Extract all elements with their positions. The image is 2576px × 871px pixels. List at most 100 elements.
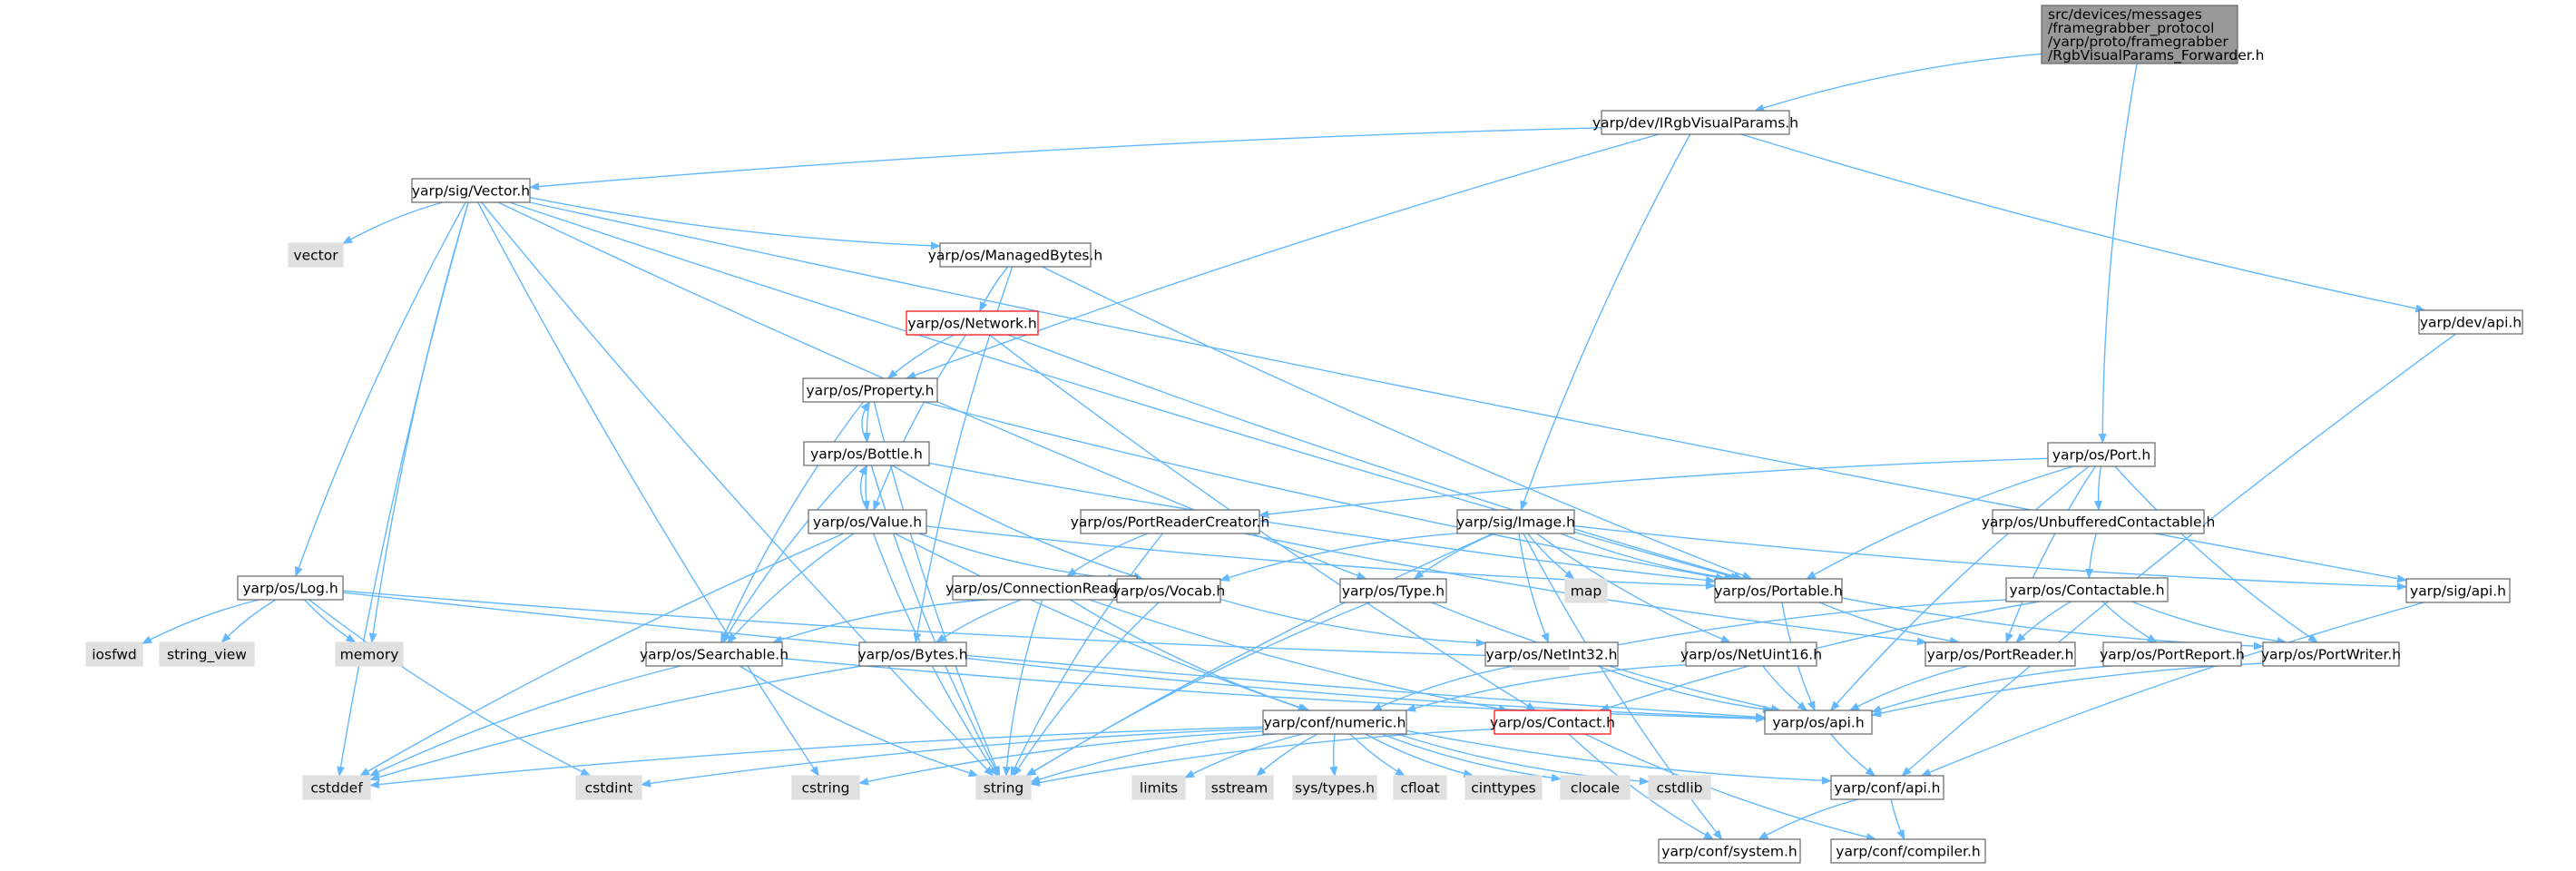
- nodes-layer: src/devices/messages/framegrabber_protoc…: [85, 5, 2523, 864]
- edge-value-to-searchable: [727, 533, 855, 643]
- node-std-sstream: sstream: [1205, 775, 1274, 800]
- node-portable[interactable]: yarp/os/Portable.h: [1714, 578, 1843, 603]
- node-vocab[interactable]: yarp/os/Vocab.h: [1112, 578, 1225, 603]
- node-numeric[interactable]: yarp/conf/numeric.h: [1262, 710, 1407, 735]
- edge-searchable-to-osapi: [781, 657, 1767, 723]
- edge-image-to-confsystem: [1523, 533, 1723, 840]
- edge-irgb-to-image: [1520, 133, 1691, 512]
- node-box-std-vector: [288, 242, 344, 268]
- node-box-std-systypes: [1292, 775, 1377, 800]
- node-bytes[interactable]: yarp/os/Bytes.h: [857, 641, 968, 667]
- node-box-contact: [1494, 710, 1611, 735]
- node-contactable[interactable]: yarp/os/Contactable.h: [2005, 577, 2169, 602]
- node-box-root: [2041, 5, 2238, 64]
- node-root[interactable]: src/devices/messages/framegrabber_protoc…: [2041, 5, 2264, 64]
- node-label-bottle: yarp/os/Bottle.h: [810, 446, 923, 463]
- edge-netuint16-to-numeric: [1405, 664, 1687, 712]
- edge-bottle-to-vocab: [892, 465, 1144, 581]
- node-sigapi[interactable]: yarp/sig/api.h: [2405, 578, 2511, 603]
- node-netint32[interactable]: yarp/os/NetInt32.h: [1484, 641, 1619, 667]
- edge-image-to-std-map: [1527, 533, 1575, 580]
- node-label-std-cstring: cstring: [801, 780, 849, 797]
- node-label-value: yarp/os/Value.h: [813, 514, 922, 531]
- node-box-vector: [411, 178, 531, 203]
- edge-portreader-to-osapi: [1848, 665, 1969, 711]
- node-label-contactable: yarp/os/Contactable.h: [2009, 582, 2164, 599]
- edge-searchable-to-std-string: [739, 665, 979, 778]
- edge-sigapi-to-confapi: [1920, 602, 2424, 777]
- node-label-searchable: yarp/os/Searchable.h: [640, 647, 788, 663]
- node-box-osapi: [1764, 710, 1873, 735]
- node-osapi[interactable]: yarp/os/api.h: [1764, 710, 1873, 735]
- edge-osapi-to-confapi: [1830, 733, 1876, 777]
- edge-property-to-portable: [923, 401, 1727, 582]
- node-label-sigapi: yarp/sig/api.h: [2410, 583, 2506, 600]
- node-bottle[interactable]: yarp/os/Bottle.h: [803, 441, 930, 466]
- edge-image-to-netint32: [1518, 533, 1550, 644]
- node-type[interactable]: yarp/os/Type.h: [1339, 578, 1447, 603]
- node-contact[interactable]: yarp/os/Contact.h: [1490, 710, 1615, 735]
- node-netuint16[interactable]: yarp/os/NetUint16.h: [1680, 641, 1822, 667]
- node-confapi[interactable]: yarp/conf/api.h: [1830, 775, 1944, 800]
- node-portwriter[interactable]: yarp/os/PortWriter.h: [2261, 641, 2401, 667]
- node-box-image: [1456, 509, 1575, 534]
- node-log[interactable]: yarp/os/Log.h: [237, 575, 344, 601]
- node-portreadercreator[interactable]: yarp/os/PortReaderCreator.h: [1071, 509, 1270, 534]
- edge-network-to-portable: [1007, 334, 1744, 581]
- node-devapi[interactable]: yarp/dev/api.h: [2418, 309, 2523, 335]
- node-label-network: yarp/os/Network.h: [907, 316, 1036, 332]
- node-std-clocale: clocale: [1560, 775, 1631, 800]
- node-label-std-string-view: string_view: [167, 647, 247, 664]
- edge-connreader-to-std-string: [1003, 599, 1043, 778]
- node-unbuffered[interactable]: yarp/os/UnbufferedContactable.h: [1982, 509, 2216, 534]
- node-box-std-sstream: [1205, 775, 1274, 800]
- edge-vector-to-log: [295, 201, 466, 578]
- node-label-std-cfloat: cfloat: [1400, 780, 1439, 797]
- node-value[interactable]: yarp/os/Value.h: [808, 509, 927, 534]
- node-network[interactable]: yarp/os/Network.h: [906, 310, 1039, 336]
- edge-numeric-to-std-sstream: [1256, 733, 1318, 777]
- node-box-netuint16: [1685, 641, 1817, 667]
- edge-contactable-to-portwriter: [2131, 601, 2287, 646]
- node-box-std-cstdint: [575, 775, 642, 800]
- node-port[interactable]: yarp/os/Port.h: [2047, 442, 2156, 467]
- node-label-portable: yarp/os/Portable.h: [1714, 583, 1843, 600]
- node-label-std-clocale: clocale: [1571, 780, 1620, 797]
- node-box-portable: [1714, 578, 1843, 603]
- node-label-portreadercreator: yarp/os/PortReaderCreator.h: [1071, 514, 1270, 531]
- node-managedbytes[interactable]: yarp/os/ManagedBytes.h: [928, 242, 1103, 268]
- node-box-std-cfloat: [1393, 775, 1447, 800]
- node-box-value: [808, 509, 927, 534]
- edge-image-to-std-string: [1025, 533, 1494, 777]
- node-label-root-line-0: src/devices/messages: [2048, 6, 2202, 23]
- edge-network-to-value: [873, 334, 967, 512]
- edge-connreader-to-searchable: [771, 599, 986, 644]
- node-label-std-limits: limits: [1140, 780, 1178, 797]
- node-std-cinttypes: cinttypes: [1464, 775, 1543, 800]
- node-property[interactable]: yarp/os/Property.h: [802, 377, 938, 403]
- node-confcompiler[interactable]: yarp/conf/compiler.h: [1830, 838, 1986, 864]
- node-label-port: yarp/os/Port.h: [2052, 447, 2150, 464]
- node-vector[interactable]: yarp/sig/Vector.h: [411, 178, 531, 203]
- node-box-confcompiler: [1830, 838, 1986, 864]
- edge-searchable-to-std-cstddef: [368, 665, 681, 777]
- edge-contact-to-confcompiler: [1584, 733, 1877, 841]
- node-label-devapi: yarp/dev/api.h: [2420, 315, 2522, 331]
- node-searchable[interactable]: yarp/os/Searchable.h: [640, 641, 788, 667]
- edge-root-to-irgb: [1754, 53, 2042, 113]
- node-label-portreader: yarp/os/PortReader.h: [1927, 647, 2074, 663]
- node-image[interactable]: yarp/sig/Image.h: [1456, 509, 1575, 534]
- node-std-map: map: [1564, 578, 1608, 603]
- edge-numeric-to-std-string: [1029, 733, 1276, 784]
- edge-numeric-to-std-systypes: [1329, 733, 1338, 778]
- node-confsystem[interactable]: yarp/conf/system.h: [1658, 838, 1801, 864]
- node-portreader[interactable]: yarp/os/PortReader.h: [1925, 641, 2076, 667]
- edge-type-to-std-string: [1025, 602, 1371, 777]
- edge-bottle-to-searchable: [722, 465, 858, 643]
- node-label-portreport: yarp/os/PortReport.h: [2100, 647, 2245, 663]
- node-portreport[interactable]: yarp/os/PortReport.h: [2100, 641, 2245, 667]
- edge-bytes-to-osapi: [965, 657, 1767, 722]
- node-label-netint32: yarp/os/NetInt32.h: [1485, 647, 1617, 663]
- node-irgb[interactable]: yarp/dev/IRgbVisualParams.h: [1592, 110, 1798, 135]
